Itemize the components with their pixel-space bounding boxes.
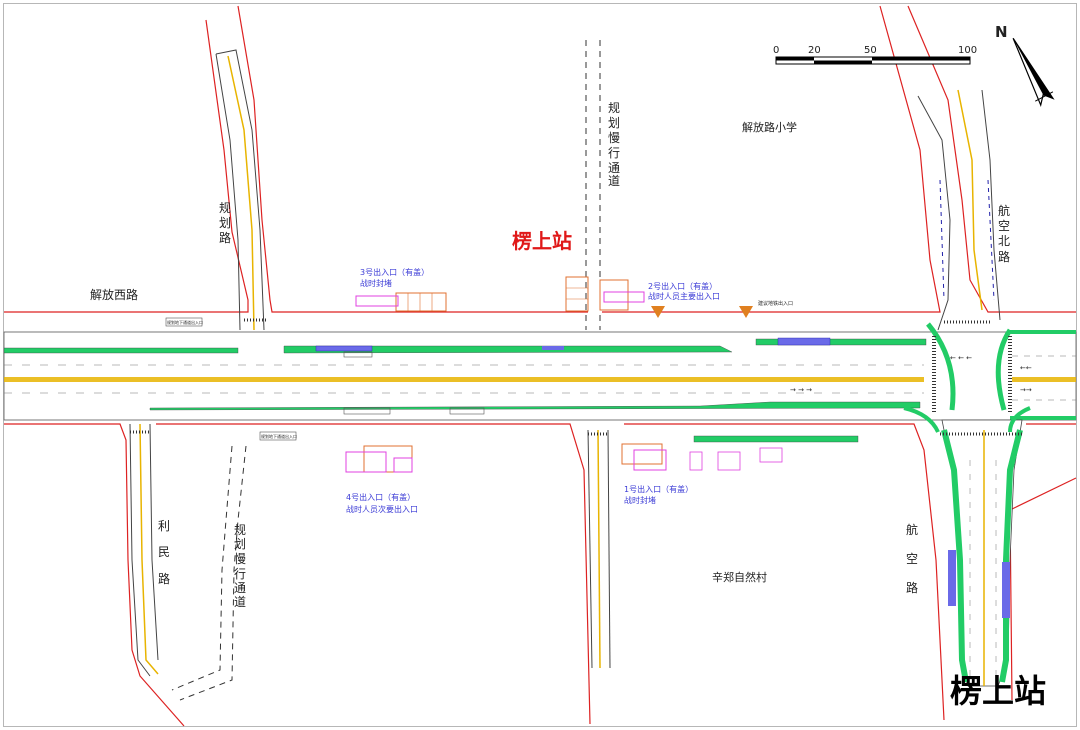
- road-label-guihua: 规 划 路: [219, 200, 231, 245]
- slow-lane-label-north: 规 划 慢 行 通 道: [608, 100, 620, 188]
- svg-text:通: 通: [608, 161, 620, 175]
- svg-text:划: 划: [608, 116, 620, 130]
- svg-text:行: 行: [608, 146, 620, 160]
- svg-text:慢: 慢: [234, 552, 246, 566]
- svg-text:行: 行: [234, 567, 246, 581]
- entrance-1-label: 1号出入口（有盖）: [624, 484, 693, 494]
- scale-bar: 0 20 50 100: [773, 45, 977, 65]
- underpass-label-nw: 规划地下通道出入口: [167, 319, 203, 325]
- svg-text:通: 通: [234, 581, 246, 595]
- scale-tick-100: 100: [958, 45, 977, 56]
- north-arrow-icon: [1012, 37, 1055, 108]
- slow-lane-label-south: 规 划 慢 行 通 道: [234, 522, 246, 609]
- road-south-middle: [587, 429, 611, 669]
- entrance-2-marker: [651, 306, 665, 318]
- entrance-2-structure: [599, 279, 645, 311]
- svg-text:慢: 慢: [608, 131, 620, 145]
- road-hangkong: [940, 419, 1024, 687]
- svg-text:← ← ←: ← ← ←: [950, 354, 972, 362]
- road-guihua: [215, 49, 266, 331]
- entrance-1-sublabel: 战时封堵: [624, 495, 656, 505]
- road-limin: [129, 423, 159, 677]
- svg-text:划: 划: [234, 537, 246, 551]
- intersection-east: [903, 322, 1031, 433]
- entrance-4-label: 4号出入口（有盖）: [346, 492, 415, 502]
- entrance-4-structure: [345, 445, 413, 473]
- place-label-school: 解放路小学: [742, 120, 797, 134]
- svg-text:规: 规: [608, 100, 620, 115]
- road-label-hangkong-north: 航 空 北 路: [998, 203, 1010, 264]
- svg-text:←←: ←←: [1020, 364, 1032, 372]
- entrance-2-sublabel: 战时人员主要出入口: [648, 291, 720, 301]
- future-entrance-label: 建议地铁出入口: [758, 300, 793, 307]
- svg-text:规: 规: [219, 200, 231, 215]
- scale-tick-50: 50: [864, 45, 877, 56]
- north-letter: N: [995, 23, 1008, 41]
- entrance-4-sublabel: 战时人员次要出入口: [346, 504, 418, 514]
- svg-text:航: 航: [906, 522, 918, 537]
- svg-text:空: 空: [906, 552, 918, 566]
- station-box-north: [565, 276, 589, 312]
- road-hangkong-north: [917, 89, 1001, 331]
- svg-text:路: 路: [906, 580, 918, 595]
- underpass-label-sw: 规划地下通道出入口: [261, 433, 297, 439]
- map-frame: [3, 3, 1077, 727]
- main-road-jiefang-west: → → → ← ← ← ←← →→: [3, 330, 1077, 421]
- entrance-1-structure: [621, 435, 859, 471]
- scale-tick-20: 20: [808, 45, 821, 56]
- station-name-corner: 楞上站: [950, 672, 1046, 710]
- svg-text:北: 北: [998, 234, 1010, 248]
- place-label-village: 辛郑自然村: [712, 570, 767, 584]
- svg-text:道: 道: [608, 174, 620, 188]
- entrance-2-label: 2号出入口（有盖）: [648, 281, 717, 291]
- future-entrance-marker: [739, 306, 753, 318]
- svg-text:划: 划: [219, 216, 231, 230]
- svg-text:规: 规: [234, 522, 246, 537]
- underpass-markers: [165, 317, 485, 441]
- entrance-3-sublabel: 战时封堵: [360, 278, 392, 288]
- svg-text:道: 道: [234, 595, 246, 609]
- road-label-hangkong: 航 空 路: [906, 522, 918, 595]
- road-label-jiefang-west: 解放西路: [90, 287, 138, 302]
- svg-text:路: 路: [158, 571, 170, 586]
- slow-lane-north: [585, 40, 601, 330]
- svg-text:民: 民: [158, 545, 170, 559]
- road-label-limin: 利 民 路: [158, 519, 170, 586]
- svg-text:路: 路: [219, 230, 231, 245]
- svg-text:→ → →: → → →: [790, 386, 812, 394]
- station-name-top: 楞上站: [512, 229, 572, 253]
- svg-text:路: 路: [998, 249, 1010, 264]
- svg-text:航: 航: [998, 203, 1010, 218]
- entrance-3-structure: [355, 292, 447, 312]
- entrance-3-label: 3号出入口（有盖）: [360, 267, 429, 277]
- svg-text:利: 利: [158, 519, 170, 533]
- red-boundary-lines: [4, 5, 1077, 727]
- svg-text:空: 空: [998, 219, 1010, 233]
- slow-lane-south: [171, 445, 247, 701]
- svg-text:→→: →→: [1020, 386, 1032, 394]
- scale-tick-0: 0: [773, 45, 779, 56]
